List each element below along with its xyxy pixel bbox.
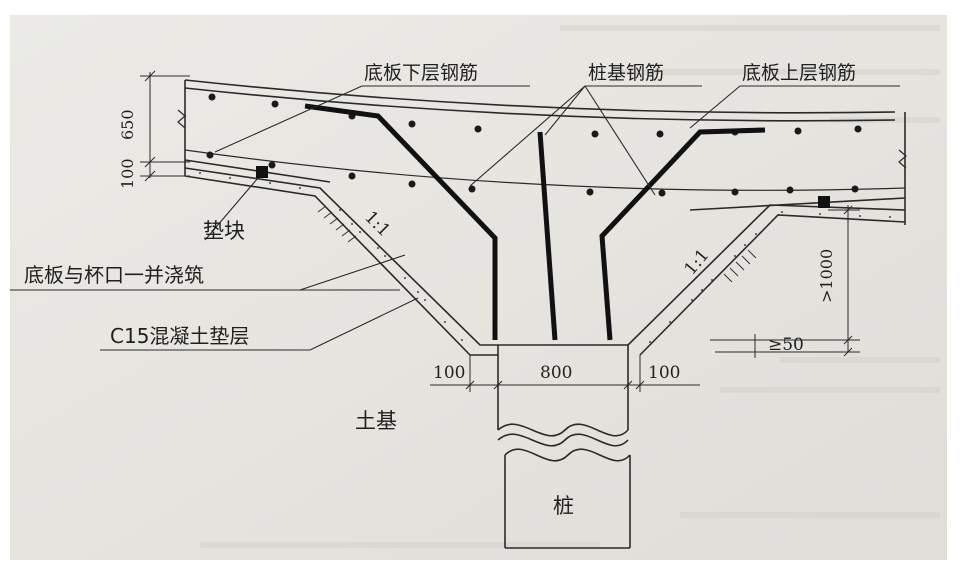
label-c15-cushion: C15混凝土垫层 bbox=[110, 324, 249, 348]
break-marks bbox=[177, 109, 907, 169]
label-bottom-rebar: 底板下层钢筋 bbox=[364, 62, 478, 84]
dim-cup-depth: >1000 bbox=[817, 249, 836, 303]
slope-hatching bbox=[317, 205, 757, 283]
spacer-block-right bbox=[818, 196, 830, 208]
bent-rebar-right bbox=[599, 127, 766, 341]
pile-center-rebar bbox=[537, 131, 558, 341]
dim-slab-thickness: 650 bbox=[118, 109, 137, 140]
dim-embed-depth: ≥50 bbox=[768, 335, 804, 355]
dim-right-margin: 100 bbox=[648, 363, 680, 383]
label-soil-base: 土基 bbox=[355, 409, 397, 433]
cushion-texture-left bbox=[199, 172, 463, 341]
slab-bottom-rebar-dots bbox=[206, 151, 859, 197]
label-pile-rebar: 桩基钢筋 bbox=[588, 62, 664, 84]
slab-outline bbox=[184, 79, 906, 356]
dimension-lines bbox=[140, 70, 860, 392]
dim-left-margin: 100 bbox=[433, 363, 465, 383]
dim-cushion-thickness: 100 bbox=[118, 158, 137, 189]
label-cast-together: 底板与杯口一并浇筑 bbox=[24, 263, 204, 287]
label-top-rebar: 底板上层钢筋 bbox=[742, 62, 856, 84]
cushion-texture-right bbox=[649, 211, 891, 343]
label-spacer-block: 垫块 bbox=[203, 219, 245, 243]
dim-pile-width: 800 bbox=[540, 363, 572, 383]
label-pile: 桩 bbox=[553, 494, 574, 518]
bent-rebar-left bbox=[304, 103, 498, 340]
paper-background bbox=[10, 15, 947, 560]
leader-lines bbox=[10, 85, 900, 351]
spacer-block-left bbox=[256, 166, 268, 178]
